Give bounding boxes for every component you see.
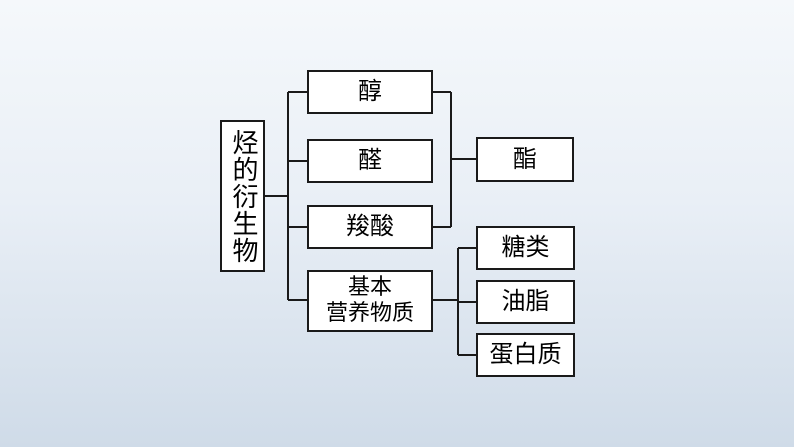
- aldehyde-label: 醛: [358, 146, 382, 175]
- basic-nutrients-node: 基本 营养物质: [307, 270, 433, 332]
- fat-node: 油脂: [476, 280, 575, 324]
- root-label: 烃的衍生物: [228, 128, 259, 264]
- protein-label: 蛋白质: [489, 340, 562, 369]
- fat-label: 油脂: [501, 287, 550, 316]
- ester-label: 酯: [513, 144, 537, 173]
- carboxylic-acid-label: 羧酸: [346, 212, 394, 241]
- sugar-label: 糖类: [501, 233, 550, 262]
- protein-node: 蛋白质: [476, 333, 575, 377]
- alcohol-node: 醇: [307, 70, 433, 114]
- alcohol-label: 醇: [358, 77, 382, 106]
- carboxylic-acid-node: 羧酸: [307, 205, 433, 249]
- basic-nutrients-label-line2: 营养物质: [325, 301, 414, 326]
- sugar-node: 糖类: [476, 226, 575, 270]
- root-node: 烃的衍生物: [220, 120, 265, 272]
- basic-nutrients-label-line1: 基本: [347, 274, 392, 300]
- aldehyde-node: 醛: [307, 139, 433, 183]
- ester-node: 酯: [476, 137, 574, 182]
